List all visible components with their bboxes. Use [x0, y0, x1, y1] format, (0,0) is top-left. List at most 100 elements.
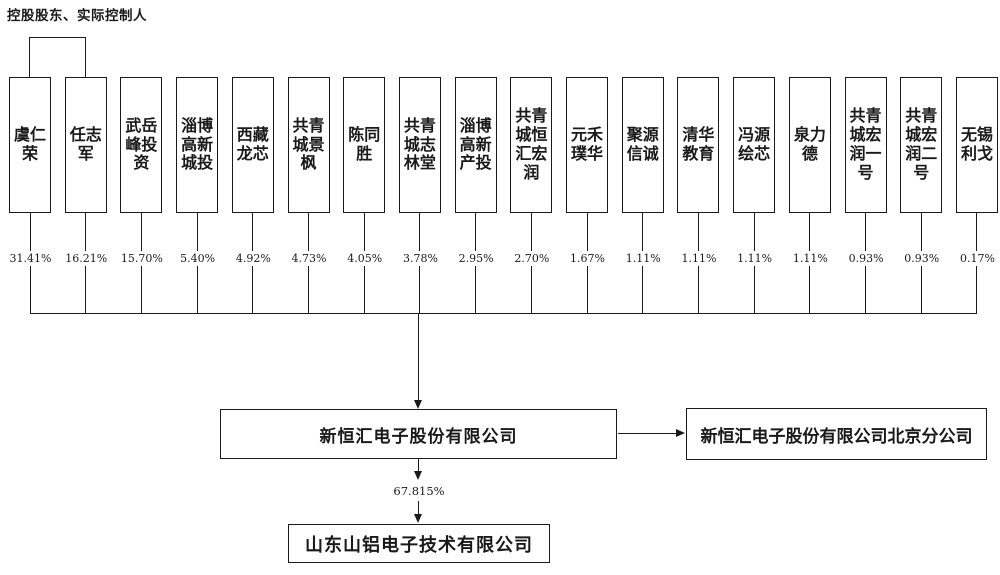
shareholder-cell: 共青城恒汇宏润 2.70%: [510, 77, 553, 313]
shareholder-percent: 1.67%: [568, 251, 608, 266]
company-to-subsidiary-line-lower: [418, 501, 419, 515]
connector-line: 31.41%: [7, 213, 54, 313]
shareholder-cell: 清华教育 1.11%: [677, 77, 720, 313]
shareholder-box: 聚源信诚: [621, 77, 664, 213]
arrow-down-icon: [414, 400, 422, 409]
subsidiary-box: 山东山铝电子技术有限公司: [288, 524, 550, 563]
arrow-down-icon: [414, 471, 422, 480]
shareholder-percent: 1.11%: [679, 251, 719, 266]
shareholder-percent: 31.41%: [7, 251, 54, 266]
shareholder-percent: 16.21%: [63, 251, 110, 266]
shareholder-box: 泉力德: [788, 77, 831, 213]
shareholder-cell: 淄博高新产投 2.95%: [454, 77, 497, 313]
connector-line: 1.11%: [623, 213, 663, 313]
shareholder-percent: 0.93%: [902, 251, 942, 266]
shareholder-cell: 冯源绘芯 1.11%: [733, 77, 776, 313]
shareholder-percent: 3.78%: [400, 251, 440, 266]
shareholder-name: 淄博高新城投: [181, 115, 214, 173]
shareholder-cell: 武岳峰投资 15.70%: [118, 77, 165, 313]
shareholder-name: 聚源信诚: [626, 125, 659, 163]
shareholder-cell: 共青城宏润一号 0.93%: [844, 77, 887, 313]
connector-line: 2.70%: [512, 213, 552, 313]
connector-line: 2.95%: [456, 213, 496, 313]
shareholder-box: 淄博高新产投: [454, 77, 497, 213]
shareholder-box: 共青城宏润一号: [844, 77, 887, 213]
controller-bracket-right-line: [85, 37, 86, 77]
shareholder-cell: 泉力德 1.11%: [788, 77, 831, 313]
shareholder-percent: 4.73%: [289, 251, 329, 266]
connector-line: 4.73%: [289, 213, 329, 313]
shareholder-box: 虞仁荣: [9, 77, 51, 213]
shareholder-box: 共青城志林堂: [398, 77, 441, 213]
controller-bracket-top-line: [29, 37, 86, 38]
connector-line: 1.11%: [790, 213, 830, 313]
shareholder-box: 共青城宏润二号: [900, 77, 943, 213]
shareholder-cell: 共青城景枫 4.73%: [287, 77, 330, 313]
shareholder-cell: 虞仁荣 31.41%: [7, 77, 54, 313]
shareholder-percent: 2.95%: [456, 251, 496, 266]
shareholder-name: 武岳峰投资: [125, 115, 158, 173]
company-to-subsidiary-line-upper: [418, 459, 419, 472]
branch-company-box: 新恒汇电子股份有限公司北京分公司: [686, 408, 987, 460]
shareholder-cell: 共青城宏润二号 0.93%: [900, 77, 943, 313]
connector-line: 1.11%: [735, 213, 775, 313]
shareholder-name: 西藏龙芯: [236, 125, 269, 163]
shareholder-cell: 淄博高新城投 5.40%: [176, 77, 219, 313]
shareholder-name: 虞仁荣: [13, 125, 46, 163]
arrow-down-icon: [414, 514, 422, 523]
shareholder-percent: 4.05%: [345, 251, 385, 266]
shareholder-percent: 15.70%: [118, 251, 165, 266]
connector-line: 15.70%: [118, 213, 165, 313]
main-company-name: 新恒汇电子股份有限公司: [319, 426, 518, 447]
shareholder-percent: 1.11%: [735, 251, 775, 266]
shareholder-box: 元禾璞华: [566, 77, 609, 213]
shareholder-box: 西藏龙芯: [231, 77, 274, 213]
branch-company-name: 新恒汇电子股份有限公司北京分公司: [700, 426, 973, 447]
shareholder-percent: 5.40%: [178, 251, 218, 266]
connector-line: 1.67%: [568, 213, 608, 313]
shareholder-name: 共青城景枫: [292, 115, 325, 173]
arrow-right-icon: [676, 429, 685, 437]
connector-line: 1.11%: [679, 213, 719, 313]
ownership-bus-line: [30, 313, 977, 314]
shareholder-percent: 0.93%: [846, 251, 886, 266]
shareholder-name: 陈同胜: [348, 125, 381, 163]
shareholder-box: 无锡利戈: [955, 77, 998, 213]
company-to-branch-line: [618, 433, 676, 434]
shareholder-cell: 聚源信诚 1.11%: [621, 77, 664, 313]
shareholder-name: 淄博高新产投: [459, 115, 492, 173]
shareholder-name: 任志军: [69, 125, 102, 163]
shareholder-box: 任志军: [64, 77, 107, 213]
shareholder-percent: 1.11%: [623, 251, 663, 266]
shareholder-percent: 1.11%: [790, 251, 830, 266]
connector-line: 16.21%: [63, 213, 110, 313]
shareholder-name: 共青城宏润一号: [849, 106, 882, 182]
controller-label: 控股股东、实际控制人: [7, 8, 147, 24]
shareholder-cell: 西藏龙芯 4.92%: [231, 77, 274, 313]
bus-to-company-line: [418, 313, 419, 400]
shareholder-name: 无锡利戈: [960, 125, 993, 163]
shareholder-name: 元禾璞华: [571, 125, 604, 163]
shareholder-box: 共青城景枫: [287, 77, 330, 213]
shareholder-percent: 0.17%: [957, 251, 997, 266]
shareholder-percent: 4.92%: [233, 251, 273, 266]
shareholder-box: 淄博高新城投: [176, 77, 219, 213]
connector-line: 0.93%: [902, 213, 942, 313]
main-company-box: 新恒汇电子股份有限公司: [220, 409, 617, 459]
shareholder-cell: 无锡利戈 0.17%: [955, 77, 998, 313]
connector-line: 0.93%: [846, 213, 886, 313]
shareholder-name: 冯源绘芯: [738, 125, 771, 163]
subsidiary-name: 山东山铝电子技术有限公司: [305, 534, 533, 556]
shareholder-name: 共青城恒汇宏润: [515, 106, 548, 182]
shareholder-cell: 任志军 16.21%: [63, 77, 110, 313]
connector-line: 3.78%: [400, 213, 440, 313]
ownership-percent-label: 67.815%: [393, 484, 445, 498]
shareholder-cell: 陈同胜 4.05%: [343, 77, 386, 313]
shareholder-box: 清华教育: [677, 77, 720, 213]
shareholder-box: 武岳峰投资: [120, 77, 163, 213]
shareholder-name: 共青城宏润二号: [905, 106, 938, 182]
shareholder-cell: 共青城志林堂 3.78%: [398, 77, 441, 313]
shareholder-row: 虞仁荣 31.41% 任志军 16.21% 武岳峰投资 15.70% 淄博高新城…: [7, 77, 998, 313]
shareholder-name: 共青城志林堂: [403, 115, 436, 173]
